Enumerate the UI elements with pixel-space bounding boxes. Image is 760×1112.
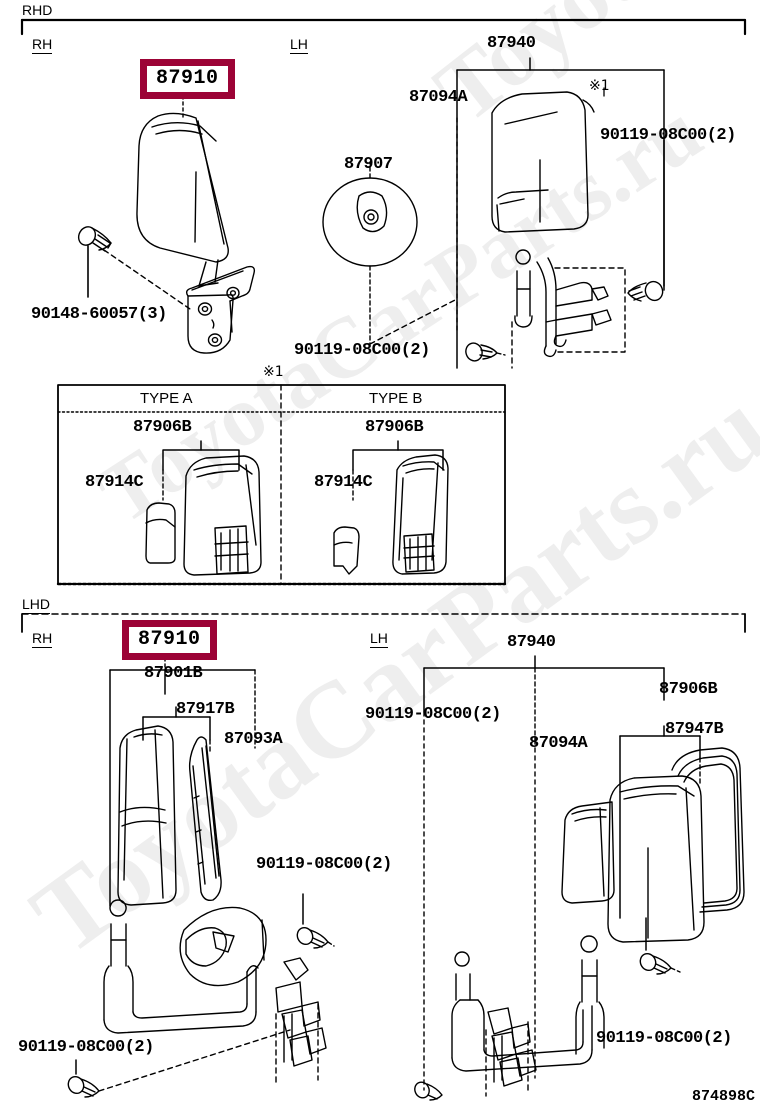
inset-type-a-part-87906B[interactable]: 87906B: [133, 418, 192, 437]
lhd-side-label-lh: LH: [370, 630, 388, 648]
inset-note-marker: ※1: [263, 364, 284, 380]
inset-type-a-art: [145, 440, 262, 576]
rhd-part-87940-label[interactable]: 87940: [487, 34, 536, 53]
inset-type-b-part-87914C[interactable]: 87914C: [314, 473, 373, 492]
rhd-lh-mirror-assembly: [465, 91, 664, 369]
lhd-lh-mirror-assembly: [414, 747, 745, 1101]
rhd-90119-bottom-leader: [369, 299, 456, 345]
rhd-rh-mirror-assembly: [136, 112, 256, 354]
lhd-rh-mirror-assembly: [67, 725, 335, 1098]
lhd-part-87901B-label[interactable]: 87901B: [144, 664, 203, 683]
section-label-rhd: RHD: [22, 2, 53, 20]
lhd-part-87093A-label[interactable]: 87093A: [224, 730, 283, 749]
inset-table-frame: [56, 384, 507, 586]
lhd-part-87940-label[interactable]: 87940: [507, 633, 556, 652]
rhd-87907-gasket: [322, 161, 418, 345]
lhd-part-90119-mid-label[interactable]: 90119-08C00(2): [256, 855, 392, 874]
rhd-part-90119-bottom-label[interactable]: 90119-08C00(2): [294, 341, 430, 360]
lhd-part-87947B-label[interactable]: 87947B: [665, 720, 724, 739]
diagram-id-code: 874898C: [692, 1088, 756, 1105]
lhd-section-bracket: [21, 613, 746, 633]
lhd-part-90119-upper-right-label[interactable]: 90119-08C00(2): [365, 705, 501, 724]
rhd-87940-bracket: [456, 57, 665, 369]
rhd-side-label-lh: LH: [290, 36, 308, 54]
lhd-part-87906B-label[interactable]: 87906B: [659, 680, 718, 699]
rhd-part-90119-right-label[interactable]: 90119-08C00(2): [600, 126, 736, 145]
rhd-bolt-90148: [77, 226, 191, 310]
inset-type-b-art: [333, 440, 449, 575]
rhd-part-87910-highlight[interactable]: 87910: [140, 59, 235, 99]
rhd-part-87907-label[interactable]: 87907: [344, 155, 393, 174]
rhd-note-marker-1: ※1: [589, 78, 610, 94]
section-label-lhd: LHD: [22, 596, 51, 614]
inset-type-a-part-87914C[interactable]: 87914C: [85, 473, 144, 492]
lhd-side-label-rh: RH: [32, 630, 53, 648]
rhd-part-87094A-label[interactable]: 87094A: [409, 88, 468, 107]
lhd-lh-bracket-tree: [423, 655, 701, 1091]
lhd-part-87917B-label[interactable]: 87917B: [176, 700, 235, 719]
rhd-side-label-rh: RH: [32, 36, 53, 54]
inset-type-b-header: TYPE B: [369, 390, 423, 407]
lhd-part-87910-highlight[interactable]: 87910: [122, 620, 217, 660]
lhd-part-87094A-label[interactable]: 87094A: [529, 734, 588, 753]
lhd-part-90119-lower-right-label[interactable]: 90119-08C00(2): [596, 1029, 732, 1048]
rhd-section-bracket: [20, 18, 747, 36]
inset-type-a-header: TYPE A: [140, 390, 193, 407]
lhd-part-90119-lower-left-label[interactable]: 90119-08C00(2): [18, 1038, 154, 1057]
rhd-part-90148-60057-label[interactable]: 90148-60057(3): [31, 305, 167, 324]
inset-type-b-part-87906B[interactable]: 87906B: [365, 418, 424, 437]
